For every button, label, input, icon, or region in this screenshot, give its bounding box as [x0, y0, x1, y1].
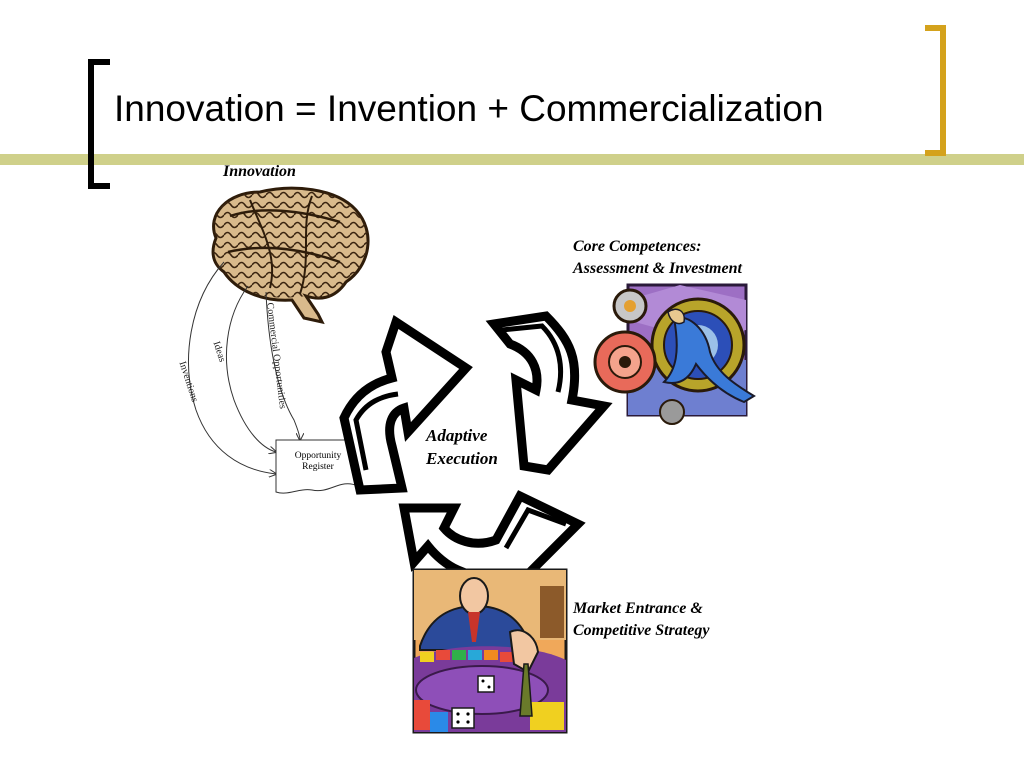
opportunity-register-line1: Opportunity — [294, 451, 342, 461]
gear-bottom-icon — [659, 399, 685, 425]
innovation-label: Innovation — [223, 163, 296, 180]
brain-icon — [211, 186, 370, 325]
commercial-arc — [265, 291, 300, 440]
ideas-arc — [226, 285, 276, 452]
figure-icon — [662, 316, 756, 404]
market-entrance-line2: Competitive Strategy — [573, 621, 710, 639]
businessman-icon — [419, 577, 529, 651]
gear-small-icon — [612, 288, 648, 324]
opportunity-register-line2: Register — [302, 462, 334, 473]
adaptive-execution-line1: Adaptive — [426, 426, 488, 445]
slide-title: Innovation = Invention + Commercializati… — [114, 88, 824, 129]
core-competences-line1: Core Competences: — [573, 238, 702, 255]
accent-bar — [0, 154, 1024, 165]
inventions-arc — [188, 261, 276, 474]
opportunity-register-label: Opportunity Register — [283, 451, 353, 474]
cycle-arrow-icon — [485, 311, 613, 475]
dice-icon — [451, 675, 495, 729]
adaptive-execution-line2: Execution — [426, 448, 498, 468]
market-entrance-label: Market Entrance & Competitive Strategy — [573, 598, 709, 641]
hand-icon — [508, 629, 540, 717]
adaptive-execution-label: Adaptive Execution — [426, 425, 498, 471]
cycle-arrow-icon — [339, 315, 473, 495]
opportunity-register-box — [275, 439, 359, 494]
core-competences-line2: Assessment & Investment — [573, 259, 742, 277]
gear-red-icon — [593, 330, 657, 394]
right-bracket — [925, 25, 946, 156]
left-bracket — [88, 59, 110, 189]
core-competences-label: Core Competences: Assessment & Investmen… — [573, 236, 742, 279]
market-entrance-line1: Market Entrance & — [573, 600, 703, 617]
